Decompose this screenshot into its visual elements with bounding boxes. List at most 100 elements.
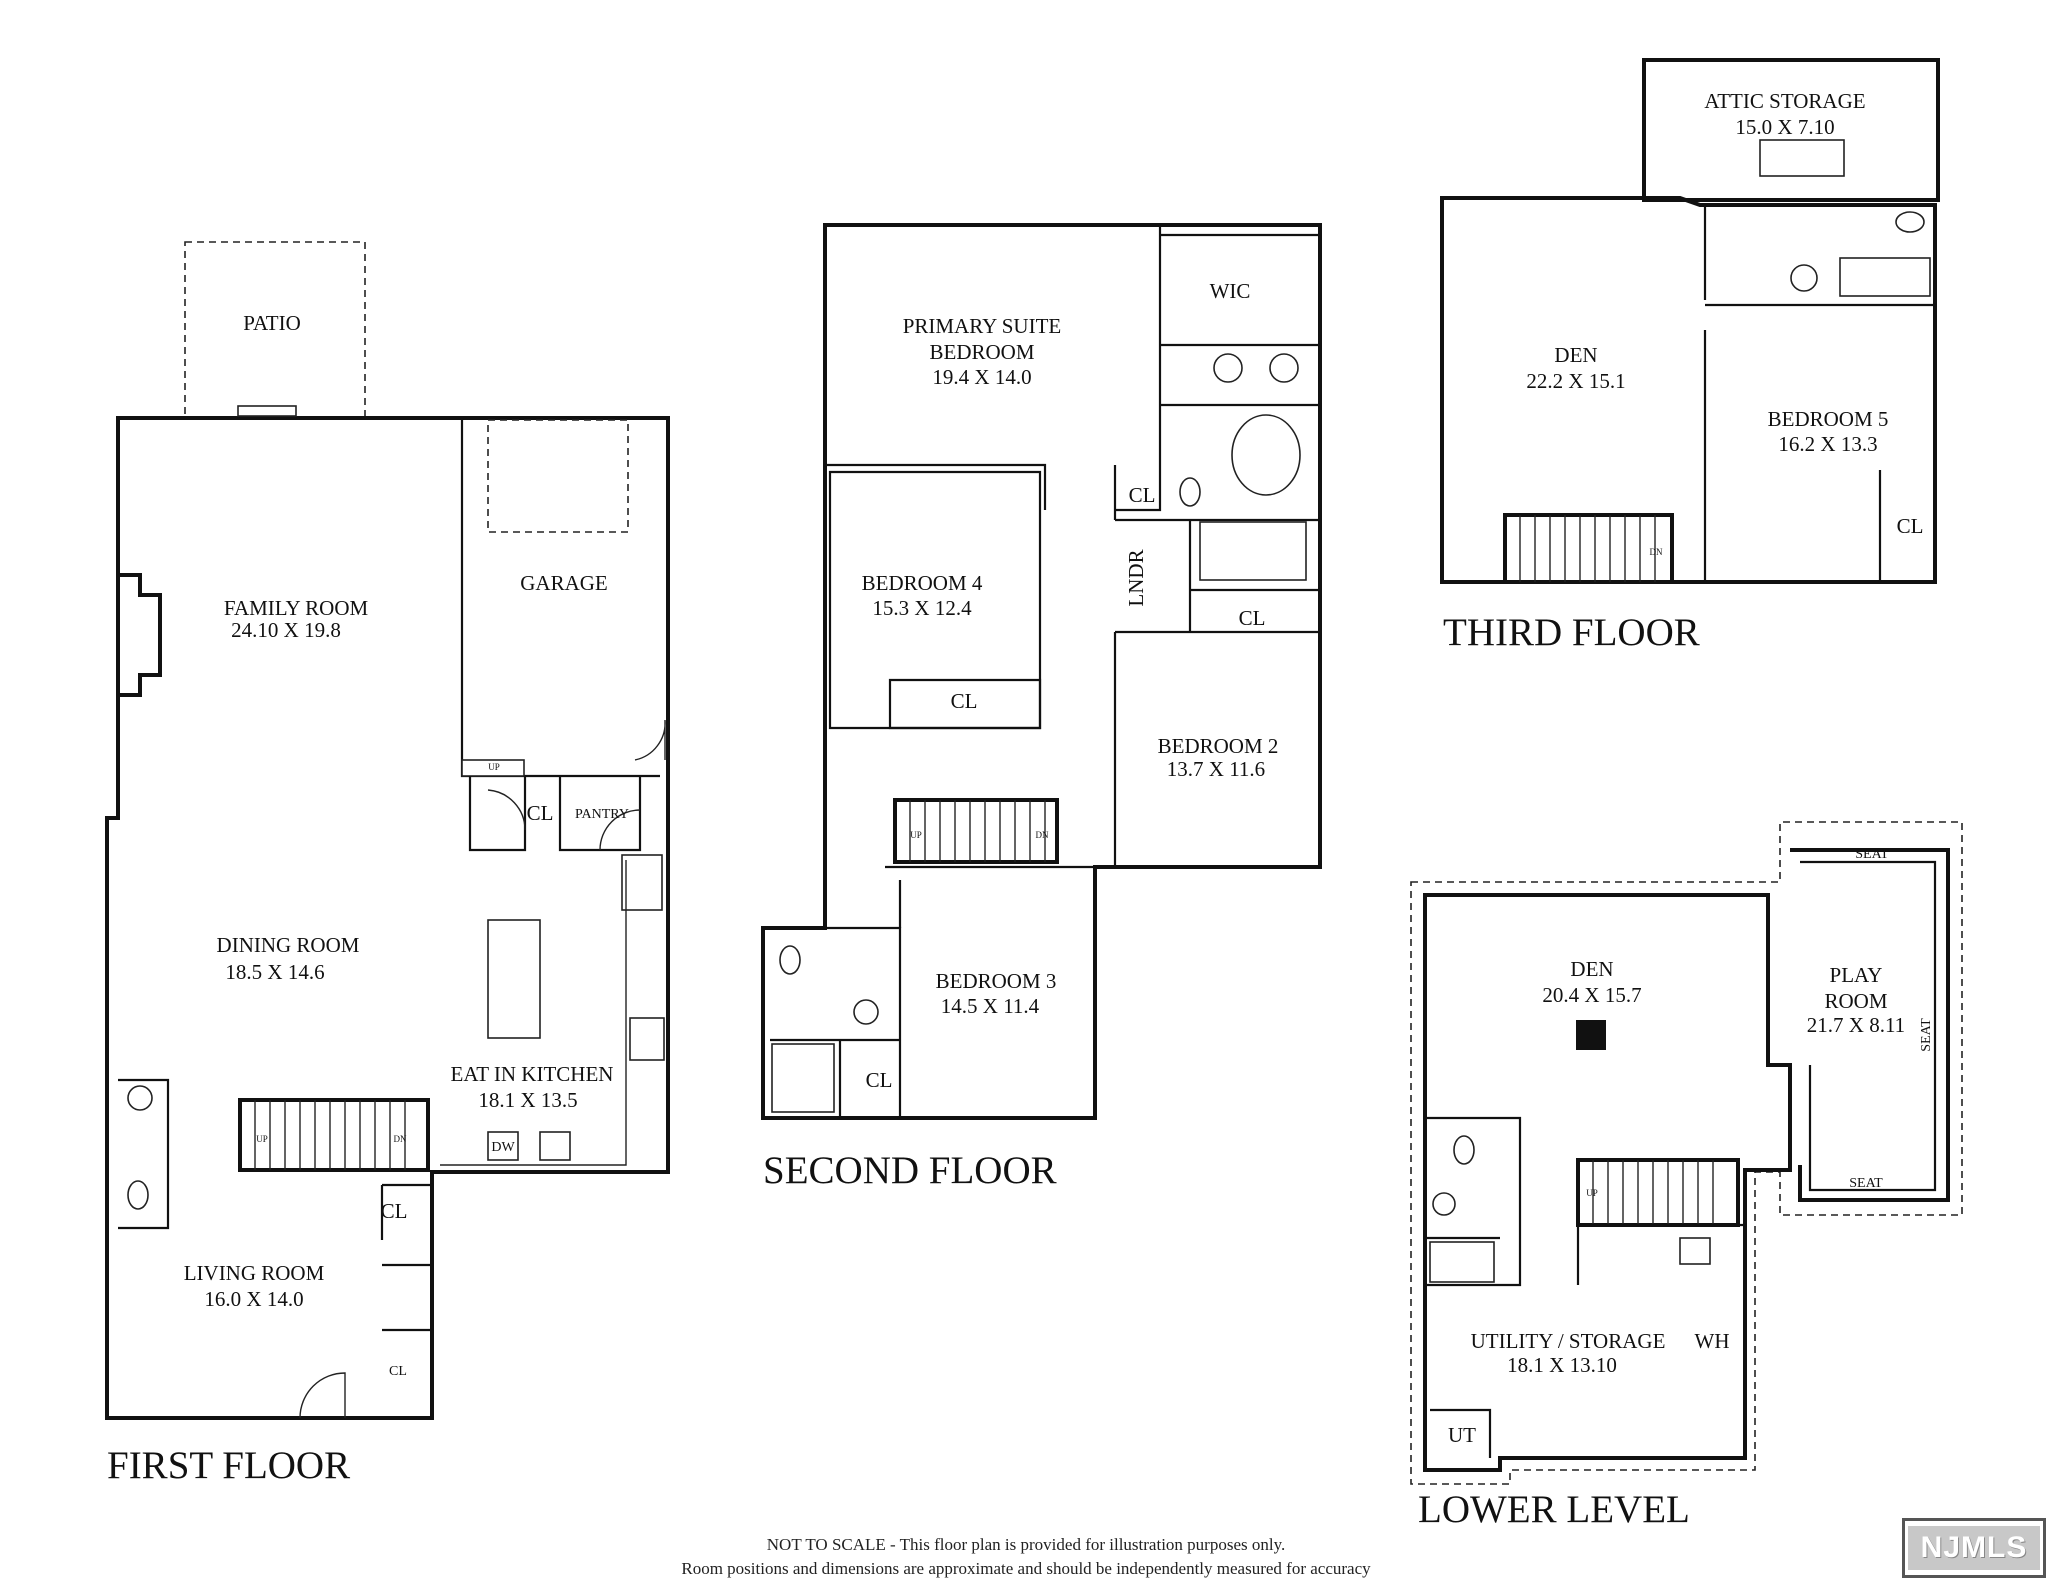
seat-label-side: SEAT	[1919, 1018, 1934, 1052]
playroom-seating	[1800, 860, 1937, 1192]
kitchen-counter	[440, 860, 627, 1166]
bedroom4-label: BEDROOM 4	[862, 571, 983, 595]
utility-label: UTILITY / STORAGE	[1471, 1329, 1666, 1353]
playroom-dimensions: 21.7 X 8.11	[1807, 1013, 1905, 1037]
fireplace	[118, 573, 162, 697]
primary-tub	[1231, 414, 1301, 496]
bedroom5-closet-label: CL	[1897, 514, 1924, 538]
playroom-label-2: ROOM	[1824, 989, 1887, 1013]
third-den-label: DEN	[1554, 343, 1597, 367]
attic-storage-label: ATTIC STORAGE	[1704, 89, 1865, 113]
njmls-logo: NJMLS	[1902, 1518, 2046, 1578]
garage-wall	[460, 418, 660, 778]
bedroom5-label: BEDROOM 5	[1768, 407, 1889, 431]
lower-bath-walls	[1425, 1116, 1522, 1287]
lower-stair-treads	[1592, 1160, 1714, 1225]
third-stairs-dn-label: DN	[1650, 547, 1663, 557]
njmls-logo-text: NJMLS	[1920, 1531, 2028, 1564]
first-floor-title: FIRST FLOOR	[107, 1444, 350, 1487]
lower-toilet	[1453, 1135, 1475, 1165]
second-floor-title: SECOND FLOOR	[763, 1149, 1057, 1192]
lower-sink	[1432, 1192, 1456, 1216]
first-stairs-up-label: UP	[256, 1134, 268, 1144]
attic-storage-dimensions: 15.0 X 7.10	[1735, 115, 1834, 139]
range	[629, 1017, 665, 1061]
laundry-label: LNDR	[1124, 549, 1148, 606]
attic-hatch	[1759, 139, 1845, 177]
bedroom4-closet-label: CL	[951, 689, 978, 713]
utility-wall	[1576, 1223, 1745, 1285]
lower-den-label: DEN	[1570, 957, 1613, 981]
dishwasher	[487, 1131, 519, 1161]
third-floor-title: THIRD FLOOR	[1443, 611, 1700, 654]
living-room-dimensions: 16.0 X 14.0	[204, 1287, 303, 1311]
lower-level-title: LOWER LEVEL	[1418, 1488, 1690, 1531]
lower-level-exterior-wall	[1423, 893, 1792, 1472]
primary-shower	[1199, 521, 1307, 581]
bedroom2-label: BEDROOM 2	[1158, 734, 1279, 758]
patio-label: PATIO	[243, 311, 301, 335]
garage-door-swing	[634, 719, 666, 761]
bedroom3-label: BEDROOM 3	[936, 969, 1057, 993]
family-room-dimensions: 24.10 X 19.8	[231, 618, 341, 642]
lower-level-outer-dash	[1410, 821, 1963, 1485]
ut-label: UT	[1448, 1423, 1476, 1447]
kitchen-island	[487, 919, 541, 1039]
second-stairs-up-label: UP	[910, 830, 922, 840]
seat-label-bottom: SEAT	[1849, 1176, 1883, 1191]
third-stair-treads	[1519, 515, 1656, 582]
utility-dimensions: 18.1 X 13.10	[1507, 1353, 1617, 1377]
pantry-label: PANTRY	[575, 807, 629, 822]
garage-label: GARAGE	[520, 571, 608, 595]
primary-sink-left	[1213, 353, 1243, 383]
playroom-label-1: PLAY	[1830, 963, 1883, 987]
fridge	[621, 854, 663, 911]
powder-toilet	[127, 1180, 149, 1210]
bedroom4-dimensions: 15.3 X 12.4	[872, 596, 972, 620]
disclaimer-line-2: Room positions and dimensions are approx…	[681, 1559, 1371, 1578]
garage-up-label: UP	[488, 762, 500, 772]
primary-closet-label: CL	[1129, 483, 1156, 507]
lower-stairs-up-label: UP	[1586, 1188, 1598, 1198]
bedroom2-dimensions: 13.7 X 11.6	[1167, 757, 1265, 781]
second-floor-plan: PRIMARY SUITE BEDROOM 19.4 X 14.0 WIC CL…	[761, 223, 1322, 1192]
lower-den-dimensions: 20.4 X 15.7	[1542, 983, 1641, 1007]
second-stairs-dn-label: DN	[1036, 830, 1049, 840]
closet-door-swing	[487, 789, 641, 851]
kitchen-sink	[539, 1131, 571, 1161]
third-bath-sink	[1790, 264, 1818, 292]
bedroom2-closet-label: CL	[1239, 606, 1266, 630]
closet-label-lr1: CL	[381, 1199, 408, 1223]
attic-storage-walls	[1642, 58, 1940, 202]
first-floor-plan: PATIO FAMILY ROOM 24.10 X 19.8 GARAGE UP…	[105, 241, 670, 1487]
lower-den-column	[1576, 1020, 1606, 1050]
kitchen-label: EAT IN KITCHEN	[451, 1062, 614, 1086]
third-floor-interior-walls	[1703, 205, 1935, 582]
second-floor-stairs	[893, 798, 1059, 864]
water-heater	[1679, 1237, 1711, 1265]
third-floor-plan: ATTIC STORAGE 15.0 X 7.10 DEN 22.2 X 15.…	[1440, 58, 1940, 654]
kitchen-dimensions: 18.1 X 13.5	[478, 1088, 577, 1112]
third-bath-toilet	[1895, 211, 1925, 233]
primary-suite-walls	[825, 225, 1320, 512]
closet-label-lr2: CL	[389, 1364, 407, 1379]
primary-sink-right	[1269, 353, 1299, 383]
first-floor-stairs	[238, 1098, 430, 1172]
hall-sink	[853, 999, 879, 1025]
third-bath-tub	[1839, 257, 1931, 297]
dining-room-label: DINING ROOM	[217, 933, 360, 957]
powder-sink	[127, 1085, 153, 1111]
dishwasher-label: DW	[491, 1140, 515, 1155]
third-den-dimensions: 22.2 X 15.1	[1526, 369, 1625, 393]
dining-room-dimensions: 18.5 X 14.6	[225, 960, 324, 984]
njmls-logo-badge: NJMLS	[1908, 1526, 2040, 1570]
disclaimer-line-1: NOT TO SCALE - This floor plan is provid…	[767, 1535, 1285, 1554]
patio-step	[237, 405, 297, 417]
ut-closet-wall	[1430, 1408, 1492, 1458]
playroom-wall	[1790, 848, 1950, 1202]
living-room-label: LIVING ROOM	[184, 1261, 325, 1285]
primary-suite-dimensions: 19.4 X 14.0	[932, 365, 1031, 389]
stair-treads	[254, 1100, 406, 1170]
